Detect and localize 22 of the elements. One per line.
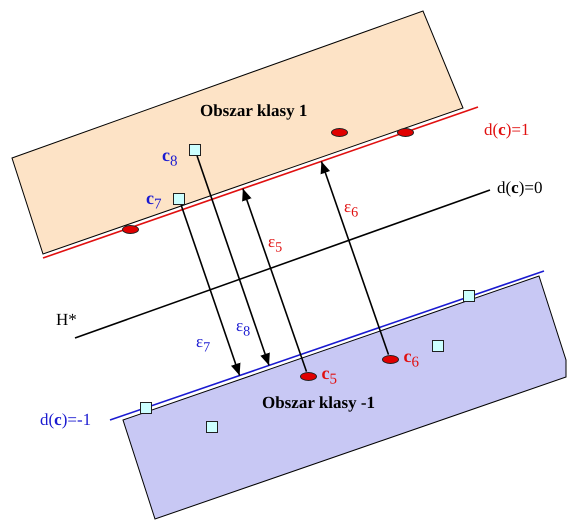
edge-label: ε$_{6}$ — [344, 197, 358, 222]
line-label: d(c)=0 — [497, 178, 542, 198]
arrow — [320, 161, 390, 355]
square-marker — [206, 421, 218, 433]
square-marker — [140, 402, 152, 414]
line-label: H* — [56, 310, 77, 330]
square-marker — [463, 290, 475, 302]
point-label: c$_{8}$ — [162, 145, 178, 172]
edge-label: ε$_{5}$ — [268, 232, 282, 258]
line-label: d(c)=-1 — [40, 410, 92, 430]
region-label: Obszar klasy -1 — [262, 393, 376, 413]
point-label: c$_{6}$ — [404, 346, 419, 372]
edge-label: ε$_{8}$ — [236, 316, 250, 342]
arrow — [180, 204, 240, 376]
line-label: d(c)=1 — [484, 120, 530, 140]
arrow — [196, 156, 270, 366]
region-label: Obszar klasy 1 — [200, 101, 308, 121]
point-label: c$_{5}$ — [322, 362, 337, 390]
arrow — [242, 188, 308, 372]
point-label: c$_{7}$ — [146, 188, 162, 215]
edge-label: ε$_{7}$ — [196, 332, 210, 358]
square-marker — [432, 340, 444, 352]
